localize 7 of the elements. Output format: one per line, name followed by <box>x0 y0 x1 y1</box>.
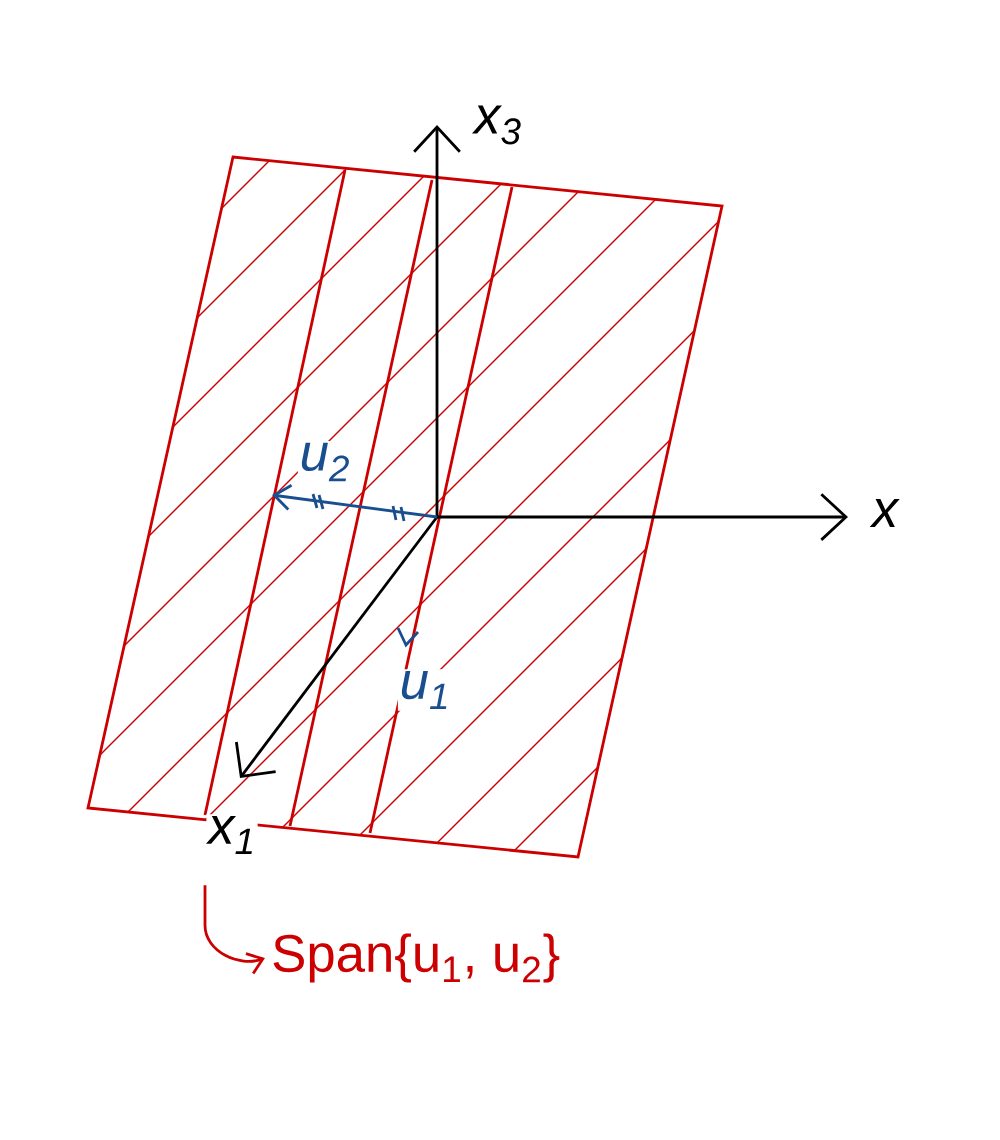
axis-label: x <box>869 497 900 529</box>
vector-label: u$_{1}$ <box>397 669 453 711</box>
span-label: Span{u$_{1}$, u$_{2}$} <box>273 933 560 983</box>
vector-label: u$_{2}$ <box>297 440 353 484</box>
hook-arrow <box>203 885 265 975</box>
axis-label: x$_{1}$ <box>206 814 258 856</box>
axis-label: x$_{3}$ <box>472 103 524 147</box>
